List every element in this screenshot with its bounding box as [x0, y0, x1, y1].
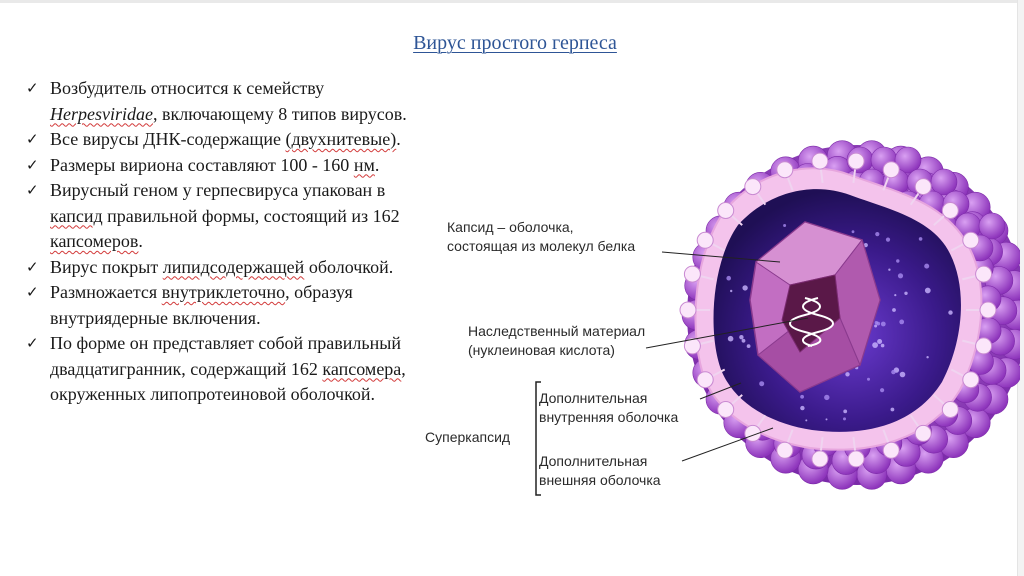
bullet-text: , образуя внутриядерные включения.	[50, 282, 353, 328]
slide-title: Вирус простого герпеса	[413, 32, 617, 54]
bullet-text: Размеры вириона составляют 100 - 160	[50, 154, 354, 175]
bullet-text: нм	[353, 154, 375, 175]
bullet-text: .	[138, 231, 143, 251]
bullet-list: ✓ Возбудитель относится к семейству Herp…	[26, 76, 426, 408]
bullet-text: По форме он представляет собой правильны…	[50, 333, 401, 379]
capsid-icosahedron	[749, 221, 881, 393]
bullet-item: ✓ Возбудитель относится к семейству Herp…	[26, 76, 426, 127]
bullet-text: , включающему 8 типов вирусов.	[152, 103, 407, 124]
bullet-text: Возбудитель относится к семейству	[50, 78, 325, 98]
slide-top-border	[0, 0, 1024, 3]
checkmark-icon: ✓	[26, 257, 39, 276]
bullet-text: (двухнитевые)	[285, 129, 397, 149]
bullet-item: ✓ По форме он представляет собой правильн…	[26, 331, 426, 408]
bullet-text: .	[374, 154, 380, 175]
label-supercapsid: Суперкапсид	[425, 429, 511, 445]
bullet-text: внутриклеточно	[161, 282, 286, 302]
bullet-text: Вирус покрыт	[50, 256, 163, 277]
bullet-text: Herpesviridae	[50, 103, 153, 124]
checkmark-icon: ✓	[26, 334, 39, 352]
checkmark-icon: ✓	[26, 181, 39, 199]
bullet-text: оболочкой.	[304, 256, 394, 277]
bullet-text: .	[396, 129, 401, 149]
bullet-text: правильной формы, состоящий из 162	[102, 205, 400, 226]
label-genetic-material: Наследственный материал(нуклеиновая кисл…	[468, 323, 646, 358]
checkmark-icon: ✓	[26, 130, 39, 148]
checkmark-icon: ✓	[26, 283, 39, 301]
bullet-item: ✓ Вирусный геном у герпесвируса упакован …	[26, 178, 426, 255]
bullet-text: Все вирусы ДНК-содержащие	[50, 129, 286, 149]
bullet-text: капсомеров	[50, 231, 139, 251]
bullet-text: липидсодержащей	[162, 256, 305, 277]
virus-diagram	[535, 140, 1020, 496]
bullet-text: Размножается	[50, 282, 162, 302]
checkmark-icon: ✓	[26, 155, 39, 174]
label-capsid: Капсид – оболочка,состоящая из молекул б…	[447, 219, 636, 254]
bullet-item: ✓ Вирус покрыт липидсодержащей оболочкой.	[26, 255, 426, 281]
dna-helix-icon	[789, 297, 834, 347]
bullet-text: капсид	[50, 205, 103, 226]
bullet-item: ✓ Размеры вириона составляют 100 - 160 нм…	[26, 153, 426, 179]
bullet-text: Вирусный геном у герпесвируса упакован в	[50, 180, 386, 200]
pointer-lines	[645, 251, 809, 462]
bullet-item: ✓ Все вирусы ДНК-содержащие (двухнитевые)…	[26, 127, 426, 153]
bullet-item: ✓ Размножается внутриклеточно, образуя в…	[26, 280, 426, 331]
bullet-text: , окруженных липопротеиновой оболочкой.	[50, 358, 406, 405]
bullet-text: капсомера	[322, 358, 402, 379]
supercapsid-bracket	[535, 381, 541, 496]
checkmark-icon: ✓	[26, 79, 39, 97]
